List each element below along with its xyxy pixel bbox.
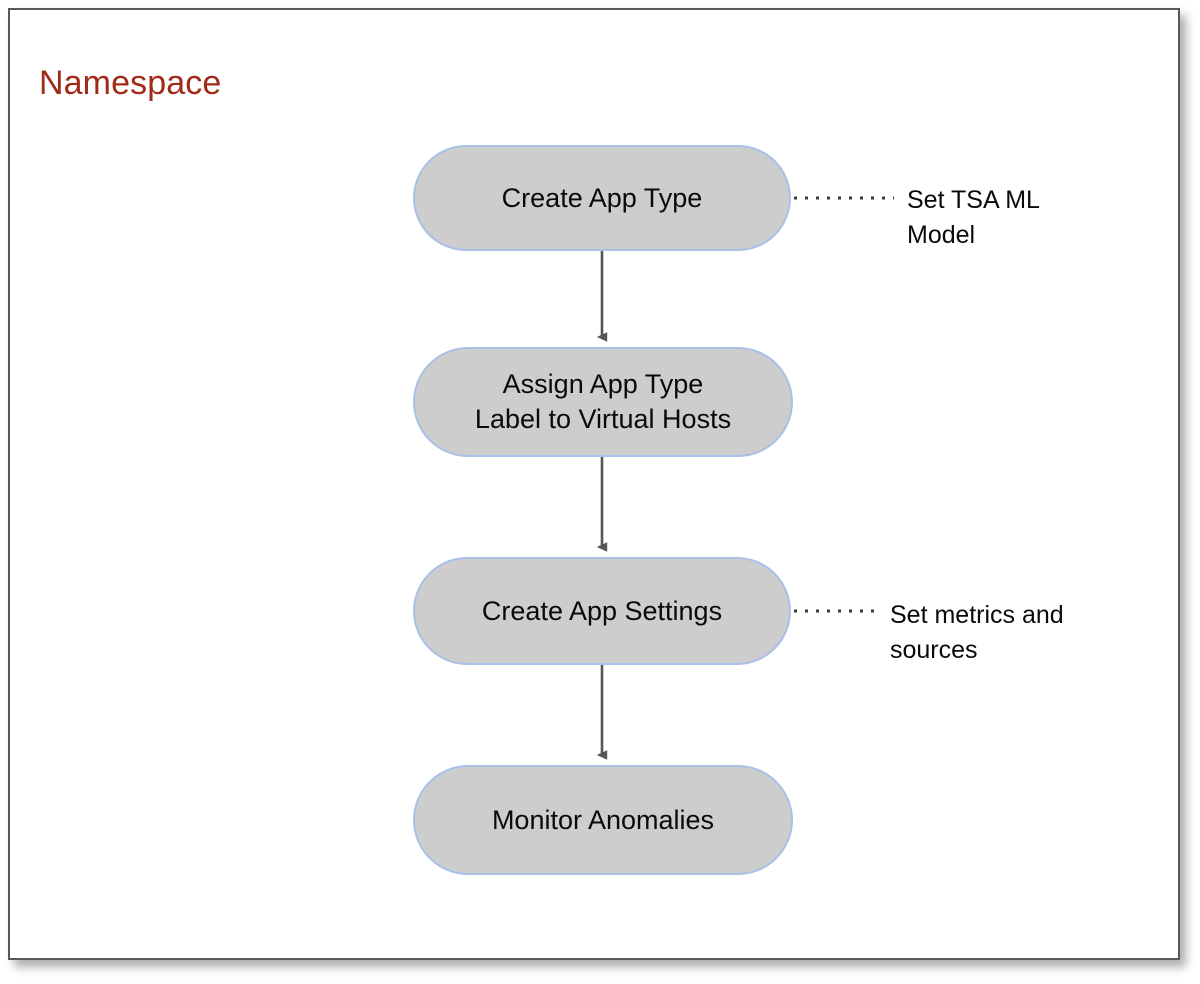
page-title: Namespace xyxy=(39,64,222,102)
node-assign-app-type[interactable]: Assign App Type Label to Virtual Hosts xyxy=(413,347,793,457)
node-monitor-anomalies[interactable]: Monitor Anomalies xyxy=(413,765,793,875)
node-create-app-settings[interactable]: Create App Settings xyxy=(413,557,791,665)
diagram-frame: Namespace Create App Type Assign App Typ… xyxy=(8,8,1180,960)
node-create-app-type-label: Create App Type xyxy=(501,182,703,213)
node-assign-app-type-label: Assign App Type Label to Virtual Hosts xyxy=(474,369,732,434)
annotation-metrics-sources: Set metrics and sources xyxy=(890,601,1064,664)
node-create-app-settings-label: Create App Settings xyxy=(481,595,723,626)
node-create-app-type[interactable]: Create App Type xyxy=(413,145,791,251)
node-monitor-anomalies-label: Monitor Anomalies xyxy=(491,804,715,835)
annotation-tsa-ml-model: Set TSA ML Model xyxy=(907,186,1040,249)
connector-layer xyxy=(596,196,894,760)
